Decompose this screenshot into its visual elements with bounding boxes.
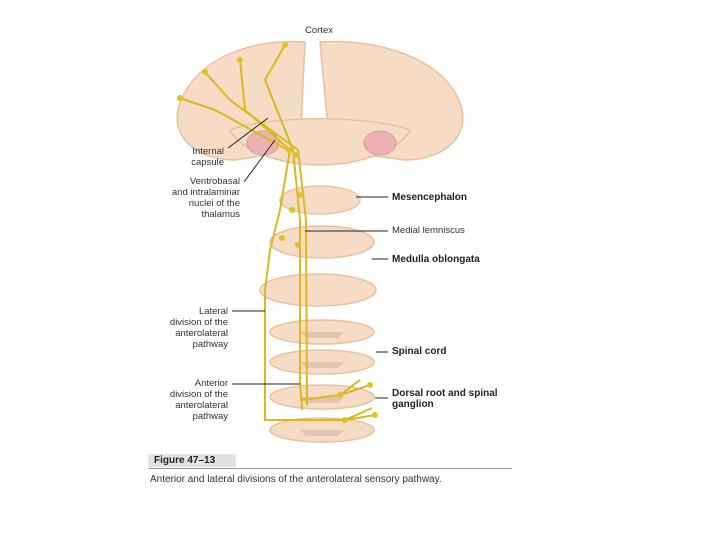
brainstem-sections bbox=[259, 185, 377, 307]
medulla-oblongata-label: Medulla oblongata bbox=[392, 254, 480, 265]
anterior-division-label: Anterior division of the anterolateral p… bbox=[169, 378, 228, 422]
cortex-label: Cortex bbox=[305, 25, 333, 36]
mesencephalon-label: Mesencephalon bbox=[392, 192, 468, 203]
figure-title-box: Figure 47–13 bbox=[148, 454, 236, 467]
pathway-fibers bbox=[179, 44, 376, 421]
pathway-terminals bbox=[177, 42, 378, 423]
figure-title: Figure 47–13 bbox=[154, 455, 216, 466]
medial-lemniscus-label: Medial lemniscus bbox=[392, 225, 465, 236]
cerebrum bbox=[176, 40, 464, 166]
figure-caption: Anterior and lateral divisions of the an… bbox=[150, 474, 442, 485]
thalamus bbox=[246, 130, 397, 156]
spinal-cord-label: Spinal cord bbox=[392, 346, 447, 357]
ventrobasal-label: Ventrobasal and intralaminar nuclei of t… bbox=[171, 176, 240, 220]
internal-capsule-label: Internal capsule bbox=[191, 146, 224, 168]
dorsal-root-label: Dorsal root and spinal ganglion bbox=[392, 388, 498, 410]
lateral-division-label: Lateral division of the anterolateral pa… bbox=[169, 306, 228, 350]
leader-lines bbox=[227, 117, 388, 399]
figure-title-bar: Figure 47–13 bbox=[148, 454, 512, 469]
